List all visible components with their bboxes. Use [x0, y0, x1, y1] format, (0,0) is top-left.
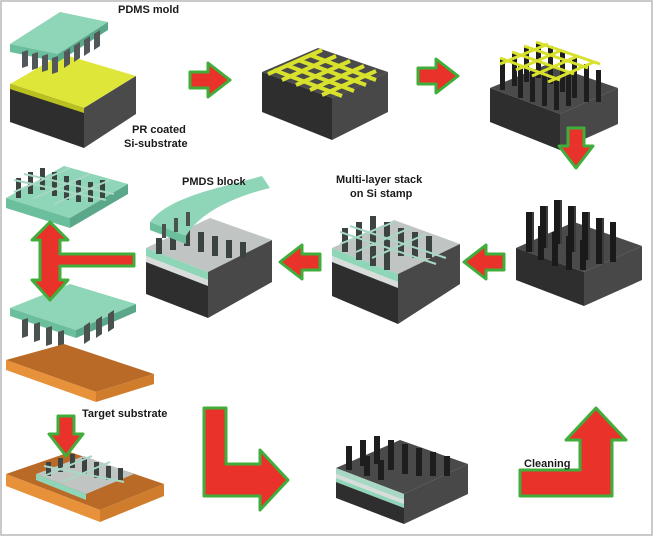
label-multilayer-stack: Multi-layer stack	[336, 174, 423, 186]
arrow-step1-to-2	[188, 61, 232, 99]
arrow-cleaning-up	[518, 406, 628, 498]
stack-on-target-substrate	[6, 452, 164, 522]
label-cleaning: Cleaning	[524, 458, 571, 470]
pdms-with-transferred-stack	[6, 166, 128, 228]
arrow-step4-to-5	[462, 243, 506, 281]
pmds-block-peeling	[146, 176, 272, 318]
si-stamp-pillars	[516, 200, 642, 306]
arrow-down-to-target	[47, 414, 85, 458]
label-pmds-block: PMDS block	[182, 176, 246, 188]
etched-pillars-with-resist	[490, 40, 618, 150]
label-on-si-stamp: on Si stamp	[350, 188, 413, 200]
arrow-step2-to-3	[416, 57, 460, 95]
pr-coated-substrate	[10, 54, 136, 148]
arrow-split-up-down	[30, 220, 136, 302]
multilayer-stack-on-stamp	[332, 216, 460, 324]
pdms-over-target-substrate	[6, 284, 154, 402]
cleaned-stamp	[336, 436, 468, 524]
label-pr-coated: PR coated	[132, 124, 186, 136]
label-si-substrate: Si-substrate	[124, 138, 188, 150]
label-target-substrate: Target substrate	[82, 408, 168, 420]
imprinted-resist-block	[262, 48, 388, 140]
label-pdms-mold: PDMS mold	[118, 4, 180, 16]
arrow-step5-to-6	[278, 243, 322, 281]
arrow-l-shape	[202, 406, 290, 512]
pdms-mold	[10, 12, 108, 74]
